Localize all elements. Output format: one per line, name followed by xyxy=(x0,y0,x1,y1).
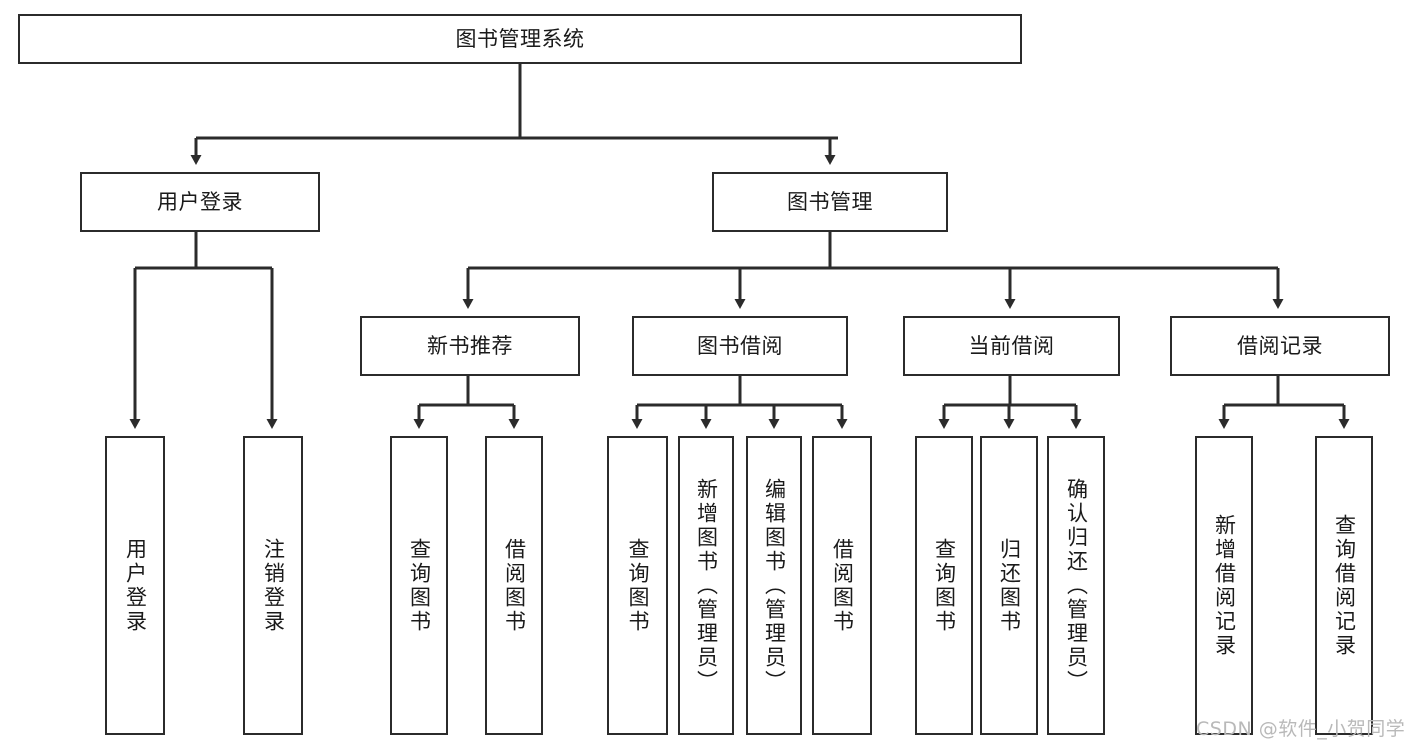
watermark: CSDN @软件_小贺同学 xyxy=(1196,718,1405,740)
leaf-query-book-borrow[interactable]: 查询图书 xyxy=(607,436,668,735)
node-current-borrow-label: 当前借阅 xyxy=(968,333,1055,358)
node-book-management[interactable]: 图书管理 xyxy=(712,172,948,232)
leaf-edit-book-admin-label: 编辑图书（管理员） xyxy=(762,477,787,694)
leaf-query-book-recommend-label: 查询图书 xyxy=(407,537,432,634)
leaf-query-book-current[interactable]: 查询图书 xyxy=(915,436,973,735)
leaf-lend-book-label: 借阅图书 xyxy=(830,537,855,634)
leaf-add-book-admin-label: 新增图书（管理员） xyxy=(694,477,719,694)
node-borrow-record-label: 借阅记录 xyxy=(1237,333,1323,358)
node-root-label: 图书管理系统 xyxy=(455,26,585,51)
leaf-confirm-return-admin-label: 确认归还（管理员） xyxy=(1064,477,1089,694)
leaf-add-borrow-record-label: 新增借阅记录 xyxy=(1212,513,1237,658)
leaf-query-book-recommend[interactable]: 查询图书 xyxy=(390,436,448,735)
leaf-user-login-label: 用户登录 xyxy=(123,537,148,634)
leaf-logout[interactable]: 注销登录 xyxy=(243,436,303,735)
leaf-borrow-book-recommend[interactable]: 借阅图书 xyxy=(485,436,543,735)
leaf-query-borrow-record[interactable]: 查询借阅记录 xyxy=(1315,436,1373,735)
leaf-user-login[interactable]: 用户登录 xyxy=(105,436,165,735)
node-borrow-record[interactable]: 借阅记录 xyxy=(1170,316,1390,376)
leaf-return-book[interactable]: 归还图书 xyxy=(980,436,1038,735)
leaf-query-book-borrow-label: 查询图书 xyxy=(626,537,650,634)
leaf-borrow-book-recommend-label: 借阅图书 xyxy=(502,537,527,634)
node-book-management-label: 图书管理 xyxy=(787,189,873,214)
leaf-query-book-current-label: 查询图书 xyxy=(932,537,957,634)
leaf-confirm-return-admin[interactable]: 确认归还（管理员） xyxy=(1047,436,1105,735)
node-user-login-label: 用户登录 xyxy=(157,189,243,214)
leaf-return-book-label: 归还图书 xyxy=(997,537,1022,634)
node-user-login[interactable]: 用户登录 xyxy=(80,172,320,232)
leaf-add-borrow-record[interactable]: 新增借阅记录 xyxy=(1195,436,1253,735)
node-new-book-recommend[interactable]: 新书推荐 xyxy=(360,316,580,376)
leaf-add-book-admin[interactable]: 新增图书（管理员） xyxy=(678,436,734,735)
node-book-borrow-label: 图书借阅 xyxy=(697,333,783,358)
node-root[interactable]: 图书管理系统 xyxy=(18,14,1022,64)
leaf-logout-label: 注销登录 xyxy=(261,537,286,634)
node-book-borrow[interactable]: 图书借阅 xyxy=(632,316,848,376)
node-current-borrow[interactable]: 当前借阅 xyxy=(903,316,1120,376)
leaf-query-borrow-record-label: 查询借阅记录 xyxy=(1332,513,1357,658)
leaf-lend-book[interactable]: 借阅图书 xyxy=(812,436,872,735)
node-new-book-recommend-label: 新书推荐 xyxy=(427,333,513,358)
leaf-edit-book-admin[interactable]: 编辑图书（管理员） xyxy=(746,436,802,735)
